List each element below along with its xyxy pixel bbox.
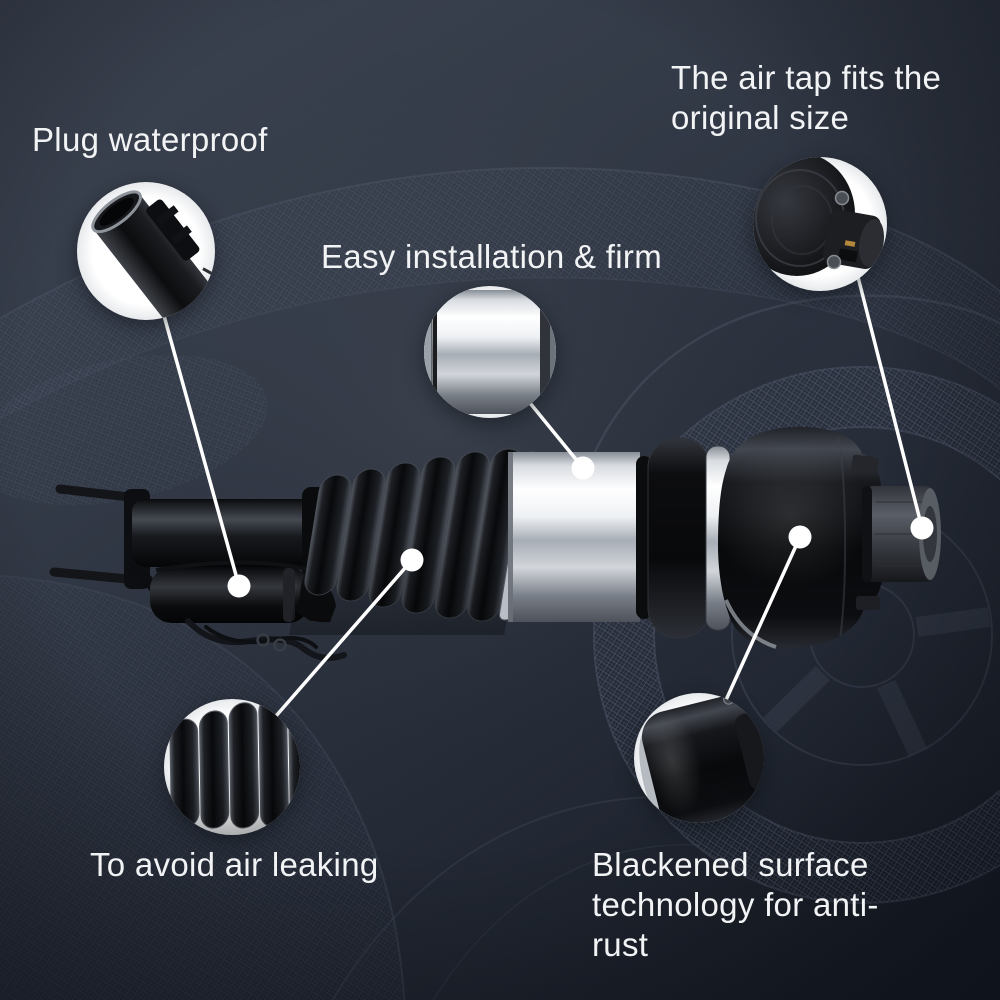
leader-line-install xyxy=(528,401,585,470)
inset-image-airtap-closeup xyxy=(753,157,885,276)
inset-image-canister-closeup xyxy=(639,693,764,823)
callout-label-air-tap: The air tap fits the original size xyxy=(671,59,942,136)
target-dot-plug xyxy=(227,574,251,598)
target-dot-leak xyxy=(400,548,424,572)
inset-image-bellows-closeup xyxy=(164,699,300,835)
leader-line-blackened xyxy=(724,535,802,702)
weld-seam xyxy=(837,435,847,641)
target-dots xyxy=(227,456,934,598)
target-dot-blackened xyxy=(788,525,812,549)
inset-image-chrome-closeup xyxy=(424,289,556,415)
air-line-wires xyxy=(185,618,347,661)
rubber-seal-donut xyxy=(647,437,711,639)
piston-seal-section xyxy=(636,437,731,639)
screw xyxy=(826,254,842,270)
target-dot-install xyxy=(571,456,595,480)
callout-label-easy-installation: Easy installation & firm xyxy=(321,238,662,275)
callout-label-blackened-surface: Blackened surface technology for anti-ru… xyxy=(592,846,879,963)
leader-line-airtap xyxy=(856,275,924,530)
leader-lines xyxy=(162,275,924,718)
callout-label-plug-waterproof: Plug waterproof xyxy=(32,121,268,158)
leader-line-leak xyxy=(274,558,414,718)
leader-line-plug xyxy=(162,315,241,588)
callout-label-air-leaking: To avoid air leaking xyxy=(90,846,379,883)
gold-pin xyxy=(844,240,856,247)
target-dot-airtap xyxy=(910,516,934,540)
screw xyxy=(834,190,850,206)
shock-tube xyxy=(132,487,328,579)
inset-image-plug-closeup xyxy=(91,190,215,320)
chrome-cylinder xyxy=(508,452,640,622)
